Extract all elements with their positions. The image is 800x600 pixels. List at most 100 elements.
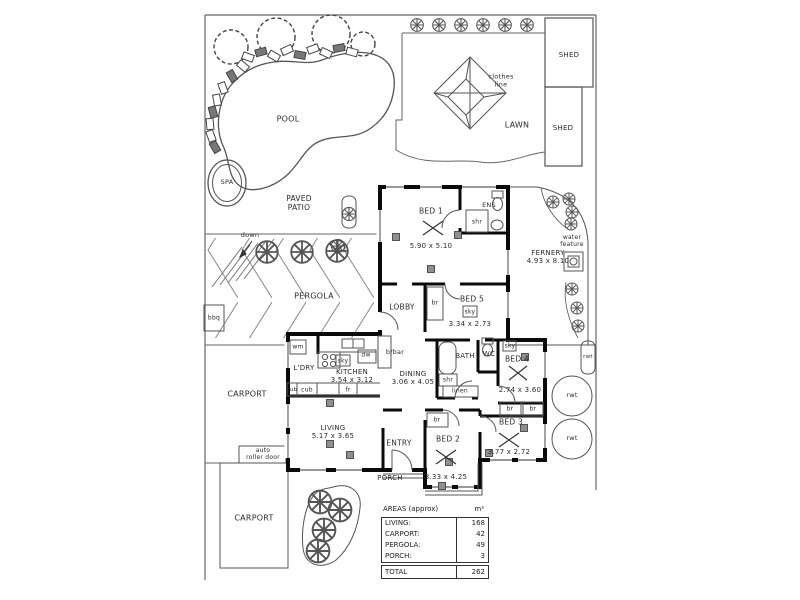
carports xyxy=(219,445,289,569)
plant-icon xyxy=(562,192,576,206)
bed4-label: BED 4 xyxy=(504,354,530,364)
pool-outline xyxy=(217,51,395,191)
porch-label: PORCH xyxy=(377,473,403,482)
ens-shower xyxy=(465,209,489,233)
plant-icon xyxy=(571,319,585,333)
areas-table: AREAS (approx) m² LIVING: 168 CARPORT: 4… xyxy=(381,504,489,579)
bed5-robe xyxy=(426,286,444,321)
verandah-lines xyxy=(425,463,483,496)
tree-icon xyxy=(350,31,376,57)
linen-label: linen xyxy=(452,387,468,395)
dishwasher xyxy=(357,349,377,364)
bed5-sky-label: sky xyxy=(464,308,476,316)
plant-icon xyxy=(546,195,560,209)
entry-label: ENTRY xyxy=(386,438,412,448)
stove xyxy=(321,353,337,368)
table-row: PERGOLA: 49 xyxy=(382,540,488,551)
plant-icon xyxy=(255,240,279,264)
shed-1-label: SHED xyxy=(558,50,580,59)
bbar-label: b/bar xyxy=(385,348,405,357)
bed3-label: BED 3 xyxy=(498,417,524,427)
shed-2-label: SHED xyxy=(552,123,574,132)
bed3-br2-label: br xyxy=(529,405,537,413)
bbq-label: bbq xyxy=(207,314,221,322)
plant-icon xyxy=(565,282,579,296)
wc-label: WC xyxy=(482,349,496,358)
bed4-dims: 2.74 x 3.60 xyxy=(498,385,542,394)
dw-label: dw xyxy=(361,351,371,359)
spa-label: SPA xyxy=(220,178,234,187)
garden-bed xyxy=(302,485,361,566)
areas-table-title: AREAS (approx) xyxy=(383,505,439,513)
wm-label: wm xyxy=(292,343,304,351)
water-feature-label: water feature xyxy=(560,233,584,248)
sheds xyxy=(544,17,594,167)
kitchen-sky-label: sky xyxy=(337,357,349,365)
bed2-robe xyxy=(426,412,449,428)
downlights xyxy=(326,231,529,490)
washing-machine xyxy=(289,339,307,355)
rwt-small xyxy=(580,340,596,375)
doors xyxy=(379,209,516,496)
auto-roller-door-label: auto roller door xyxy=(246,446,280,461)
rwt-tanks xyxy=(551,340,596,460)
rwt-small-label: rwt xyxy=(583,353,593,360)
kitchen-label: KITCHEN 3.54 x 3.12 xyxy=(330,367,374,384)
wc-toilet xyxy=(481,337,494,357)
plant-icon xyxy=(570,301,584,315)
patio-planter xyxy=(330,195,357,254)
carport-2-label: CARPORT xyxy=(234,513,274,523)
areas-table-unit: m² xyxy=(474,505,484,513)
pool-area xyxy=(207,51,395,207)
plant-icon xyxy=(305,538,331,564)
fridge xyxy=(338,382,358,397)
kitchen-sink xyxy=(341,338,354,349)
fernery-label: FERNERY 4.93 x 8.10 xyxy=(526,248,570,265)
bed3-dims: 3.77 x 2.72 xyxy=(487,447,531,456)
skylight xyxy=(462,305,478,318)
ens-shr-label: shr xyxy=(471,218,483,226)
pergola-area xyxy=(203,238,376,338)
fernery-area xyxy=(508,186,596,346)
bed5-br-label: br xyxy=(431,299,439,307)
bed4-robe xyxy=(499,401,522,417)
plant-icon xyxy=(476,18,490,32)
table-row: PORCH: 3 xyxy=(382,551,488,562)
plant-icon xyxy=(454,18,468,32)
plant-icon xyxy=(410,18,424,32)
plant-icon xyxy=(564,217,578,231)
fan-icon xyxy=(435,449,457,465)
rwt-tank xyxy=(551,375,593,417)
plant-icon xyxy=(311,517,337,543)
bed1-label: BED 1 xyxy=(418,206,444,216)
bath-label: BATH xyxy=(455,351,475,360)
fixtures xyxy=(286,190,544,428)
table-row: LIVING: 168 xyxy=(382,518,488,529)
rwt-2-label: rwt xyxy=(566,434,578,443)
ens-label: ENS xyxy=(482,201,496,210)
pool-label: POOL xyxy=(276,114,300,124)
fr-label: fr xyxy=(345,386,351,394)
plant-icon xyxy=(565,205,579,219)
table-total-row: TOTAL 262 xyxy=(381,565,489,579)
bed2-br-label: br xyxy=(433,416,441,424)
clothes-line xyxy=(433,56,507,130)
bath-shr-label: shr xyxy=(442,376,454,384)
skylight xyxy=(502,340,517,352)
plant-icon xyxy=(432,18,446,32)
house-walls xyxy=(286,185,547,489)
table-row: CARPORT: 42 xyxy=(382,529,488,540)
bathtub xyxy=(438,341,457,375)
bed3-br1-label: br xyxy=(506,405,514,413)
site-lines xyxy=(205,32,546,464)
tree-icon xyxy=(213,29,249,65)
dining-label: DINING 3.06 x 4.05 xyxy=(391,369,435,386)
bed2-label: BED 2 xyxy=(435,434,461,444)
bbq xyxy=(203,304,225,332)
bed1-dims: 5.90 x 5.10 xyxy=(409,241,453,250)
porch-steps xyxy=(383,473,423,479)
fan-icon xyxy=(422,220,444,236)
cupboard xyxy=(296,382,318,397)
